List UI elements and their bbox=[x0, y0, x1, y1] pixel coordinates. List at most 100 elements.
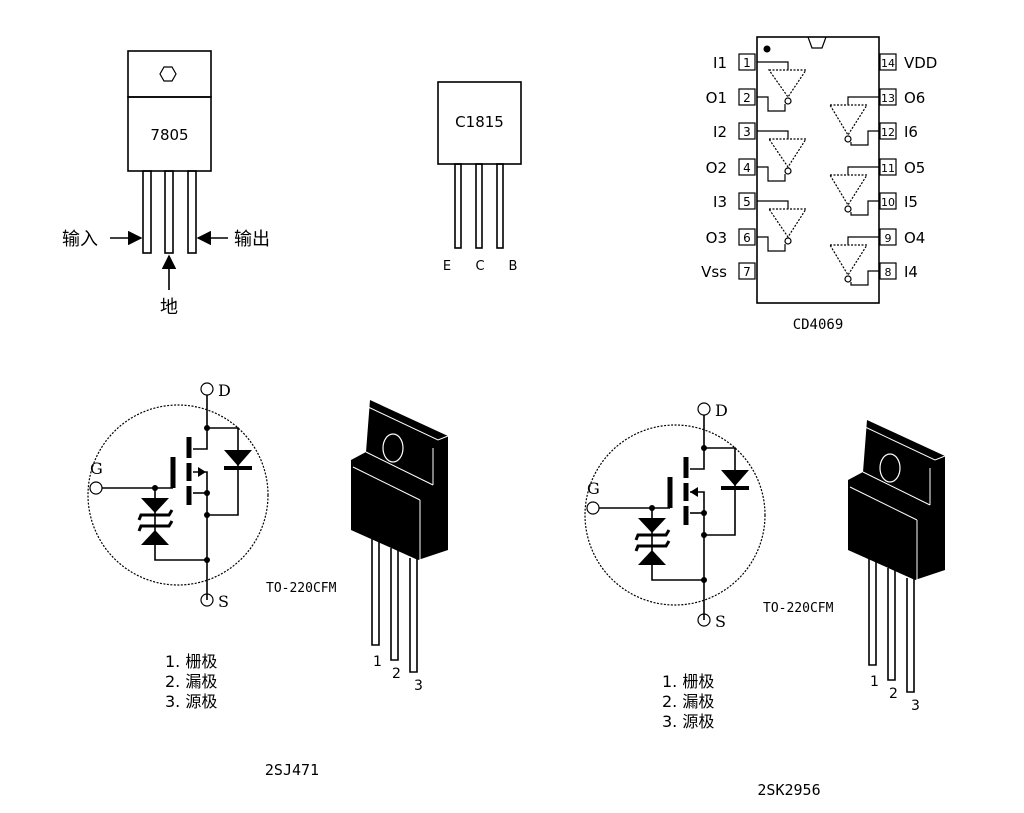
pin-label-c: C bbox=[475, 259, 484, 274]
drain-terminal-icon bbox=[200, 382, 214, 396]
regulator-pin-ground bbox=[164, 170, 174, 254]
pin-name: O3 bbox=[706, 229, 727, 247]
regulator-pin-output bbox=[187, 170, 197, 254]
transistor-pin-c bbox=[475, 163, 483, 249]
pin-label-e: E bbox=[443, 259, 451, 274]
pin-box bbox=[879, 192, 897, 210]
pin-box bbox=[879, 88, 897, 106]
input-label: 输入 bbox=[62, 229, 98, 250]
ic-pin-right: 11 O5 bbox=[879, 158, 925, 177]
inverter-gate-icon bbox=[828, 236, 879, 286]
inverter-gate-icon bbox=[757, 200, 808, 252]
gate-label: G bbox=[587, 479, 600, 498]
to220-package: 123 bbox=[848, 420, 946, 714]
package-lead bbox=[906, 578, 915, 693]
package-lead bbox=[887, 568, 896, 681]
lead-number: 2 bbox=[889, 686, 898, 702]
body-diode-icon bbox=[224, 450, 252, 466]
mosfet-symbol-outline bbox=[87, 404, 269, 586]
pin-number: 12 bbox=[881, 126, 895, 139]
pin-number: 3 bbox=[743, 125, 751, 139]
ic-part-label: CD4069 bbox=[793, 317, 844, 333]
regulator-7805: 7805 输入 输出 地 bbox=[62, 50, 270, 318]
regulator-pin-input bbox=[142, 170, 152, 254]
ic-pin-left: 6 O3 bbox=[706, 228, 756, 247]
pin-number: 7 bbox=[743, 265, 751, 279]
drain-label: D bbox=[715, 401, 728, 420]
body-diode-icon bbox=[721, 470, 749, 486]
output-label: 输出 bbox=[234, 229, 270, 250]
drain-terminal-icon bbox=[697, 402, 711, 416]
pin-box bbox=[879, 158, 897, 176]
transistor-part-label: C1815 bbox=[455, 113, 504, 131]
pin-box bbox=[738, 262, 756, 280]
transistor-pin-b bbox=[496, 163, 504, 249]
ic-pin-left: 1 I1 bbox=[713, 53, 756, 72]
source-label: S bbox=[715, 612, 726, 631]
pin-box bbox=[738, 53, 756, 71]
mosfet-part-label: 2SJ471 bbox=[265, 761, 319, 779]
inverter-gate-icon bbox=[757, 130, 808, 182]
pin-legend-item: 2. 漏极 bbox=[165, 672, 217, 691]
pin-name: O5 bbox=[904, 159, 925, 177]
inverter-gates bbox=[757, 61, 879, 286]
pin-name: O2 bbox=[706, 159, 727, 177]
source-label: S bbox=[218, 592, 229, 611]
pin-legend-item: 1. 栅极 bbox=[662, 672, 714, 691]
package-lead bbox=[371, 538, 380, 646]
pin-number: 8 bbox=[885, 266, 892, 279]
pin-box bbox=[879, 262, 897, 280]
pin-box bbox=[738, 158, 756, 176]
package-label: TO-220CFM bbox=[763, 601, 834, 616]
pin-name: I4 bbox=[904, 263, 918, 281]
gate-terminal-icon bbox=[586, 501, 600, 515]
mosfet-schematic-wires bbox=[102, 395, 252, 600]
mosfet-schematic-wires bbox=[599, 415, 749, 620]
package-lead bbox=[390, 548, 399, 661]
pin-name: O1 bbox=[706, 89, 727, 107]
mosfet-part-label: 2SK2956 bbox=[757, 781, 820, 799]
mounting-hole-icon bbox=[879, 453, 901, 483]
pin-label-b: B bbox=[509, 259, 518, 274]
pin-box bbox=[738, 122, 756, 140]
zener-diode-icon bbox=[634, 518, 671, 565]
pin1-dot-icon bbox=[763, 45, 771, 53]
pin-name: I1 bbox=[713, 54, 727, 72]
ic-body bbox=[756, 36, 880, 304]
pin-legend-item: 1. 栅极 bbox=[165, 652, 217, 671]
lead-number: 1 bbox=[373, 654, 382, 670]
ic-pin-left: 2 O1 bbox=[706, 88, 756, 107]
pin-number: 11 bbox=[881, 162, 895, 175]
pin-number: 2 bbox=[743, 91, 751, 105]
pin-number: 6 bbox=[743, 231, 751, 245]
mounting-hole-icon bbox=[382, 433, 404, 463]
pin-name: O4 bbox=[904, 229, 925, 247]
gate-label: G bbox=[90, 459, 103, 478]
transistor-c1815: C1815 E C B bbox=[437, 81, 522, 274]
drain-label: D bbox=[218, 381, 231, 400]
inverter-gate-icon bbox=[828, 96, 879, 146]
pin-legend-item: 2. 漏极 bbox=[662, 692, 714, 711]
ic-pin-left: 7 Vss bbox=[701, 262, 756, 281]
ic-pin-left: 5I3 bbox=[713, 192, 756, 211]
package-lead bbox=[868, 558, 877, 666]
inverter-gate-icon bbox=[757, 61, 808, 112]
mosfet-symbol-outline bbox=[584, 424, 766, 606]
pin-number: 1 bbox=[743, 56, 751, 70]
pin-box bbox=[738, 192, 756, 210]
package-label: TO-220CFM bbox=[266, 581, 337, 596]
ic-notch bbox=[807, 36, 827, 49]
pin-number: 4 bbox=[743, 161, 751, 175]
pin-number: 9 bbox=[885, 232, 892, 245]
regulator-tab bbox=[127, 50, 212, 98]
pin-name: Vss bbox=[701, 263, 727, 281]
mounting-hole-icon bbox=[159, 66, 177, 82]
inverter-gate-icon bbox=[828, 166, 879, 216]
pin-name: I5 bbox=[904, 193, 918, 211]
transistor-pin-e bbox=[454, 163, 462, 249]
